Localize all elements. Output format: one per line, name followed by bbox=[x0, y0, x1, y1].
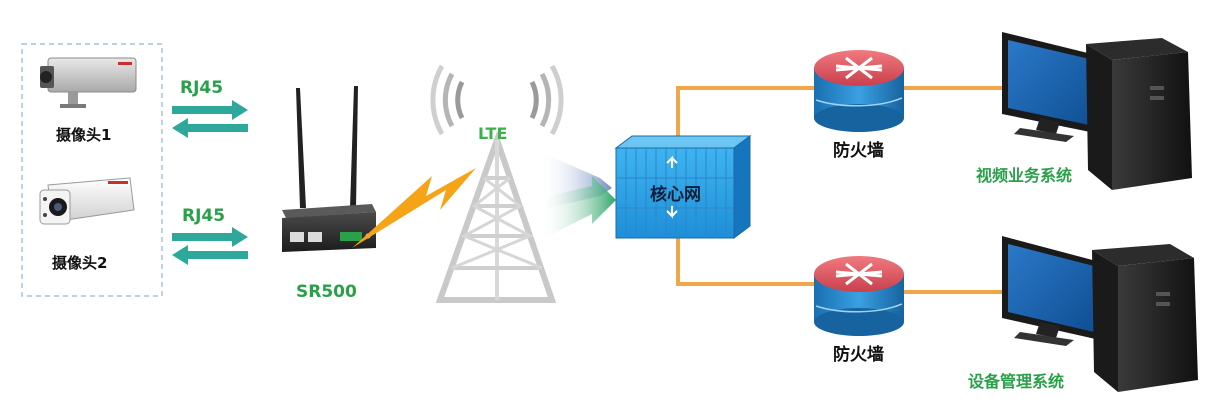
core-network-icon bbox=[614, 135, 752, 239]
system-1-label: 视频业务系统 bbox=[976, 166, 1073, 185]
cable-core-firewall-2 bbox=[676, 236, 814, 286]
camera-2-icon bbox=[39, 177, 135, 225]
system-2-label: 设备管理系统 bbox=[968, 372, 1065, 391]
firewall-2-label: 防火墙 bbox=[833, 345, 884, 365]
camera-group-box bbox=[21, 43, 163, 297]
computer-2-icon bbox=[1002, 236, 1198, 392]
wireless-lightning-icon bbox=[352, 168, 476, 248]
firewall-2-icon bbox=[814, 256, 904, 336]
rj45-arrows-top bbox=[172, 100, 248, 138]
lte-label: LTE bbox=[478, 124, 508, 143]
cable-core-firewall-1 bbox=[676, 86, 814, 145]
lte-tower-icon bbox=[430, 64, 564, 303]
core-network-label: 核心网 bbox=[650, 185, 701, 205]
router-icon bbox=[282, 86, 376, 252]
rj45-bottom-label: RJ45 bbox=[182, 206, 226, 226]
camera-2-label: 摄像头2 bbox=[52, 254, 108, 272]
firewall-1-icon bbox=[814, 50, 904, 132]
uplink-arrow-green bbox=[540, 176, 616, 240]
camera-1-icon bbox=[40, 57, 137, 108]
camera-1-label: 摄像头1 bbox=[56, 126, 112, 144]
computer-1-icon bbox=[1002, 32, 1192, 190]
firewall-1-label: 防火墙 bbox=[833, 141, 884, 161]
rj45-top-label: RJ45 bbox=[180, 78, 224, 98]
router-model-label: SR500 bbox=[296, 282, 357, 302]
rj45-arrows-bottom bbox=[172, 227, 248, 265]
